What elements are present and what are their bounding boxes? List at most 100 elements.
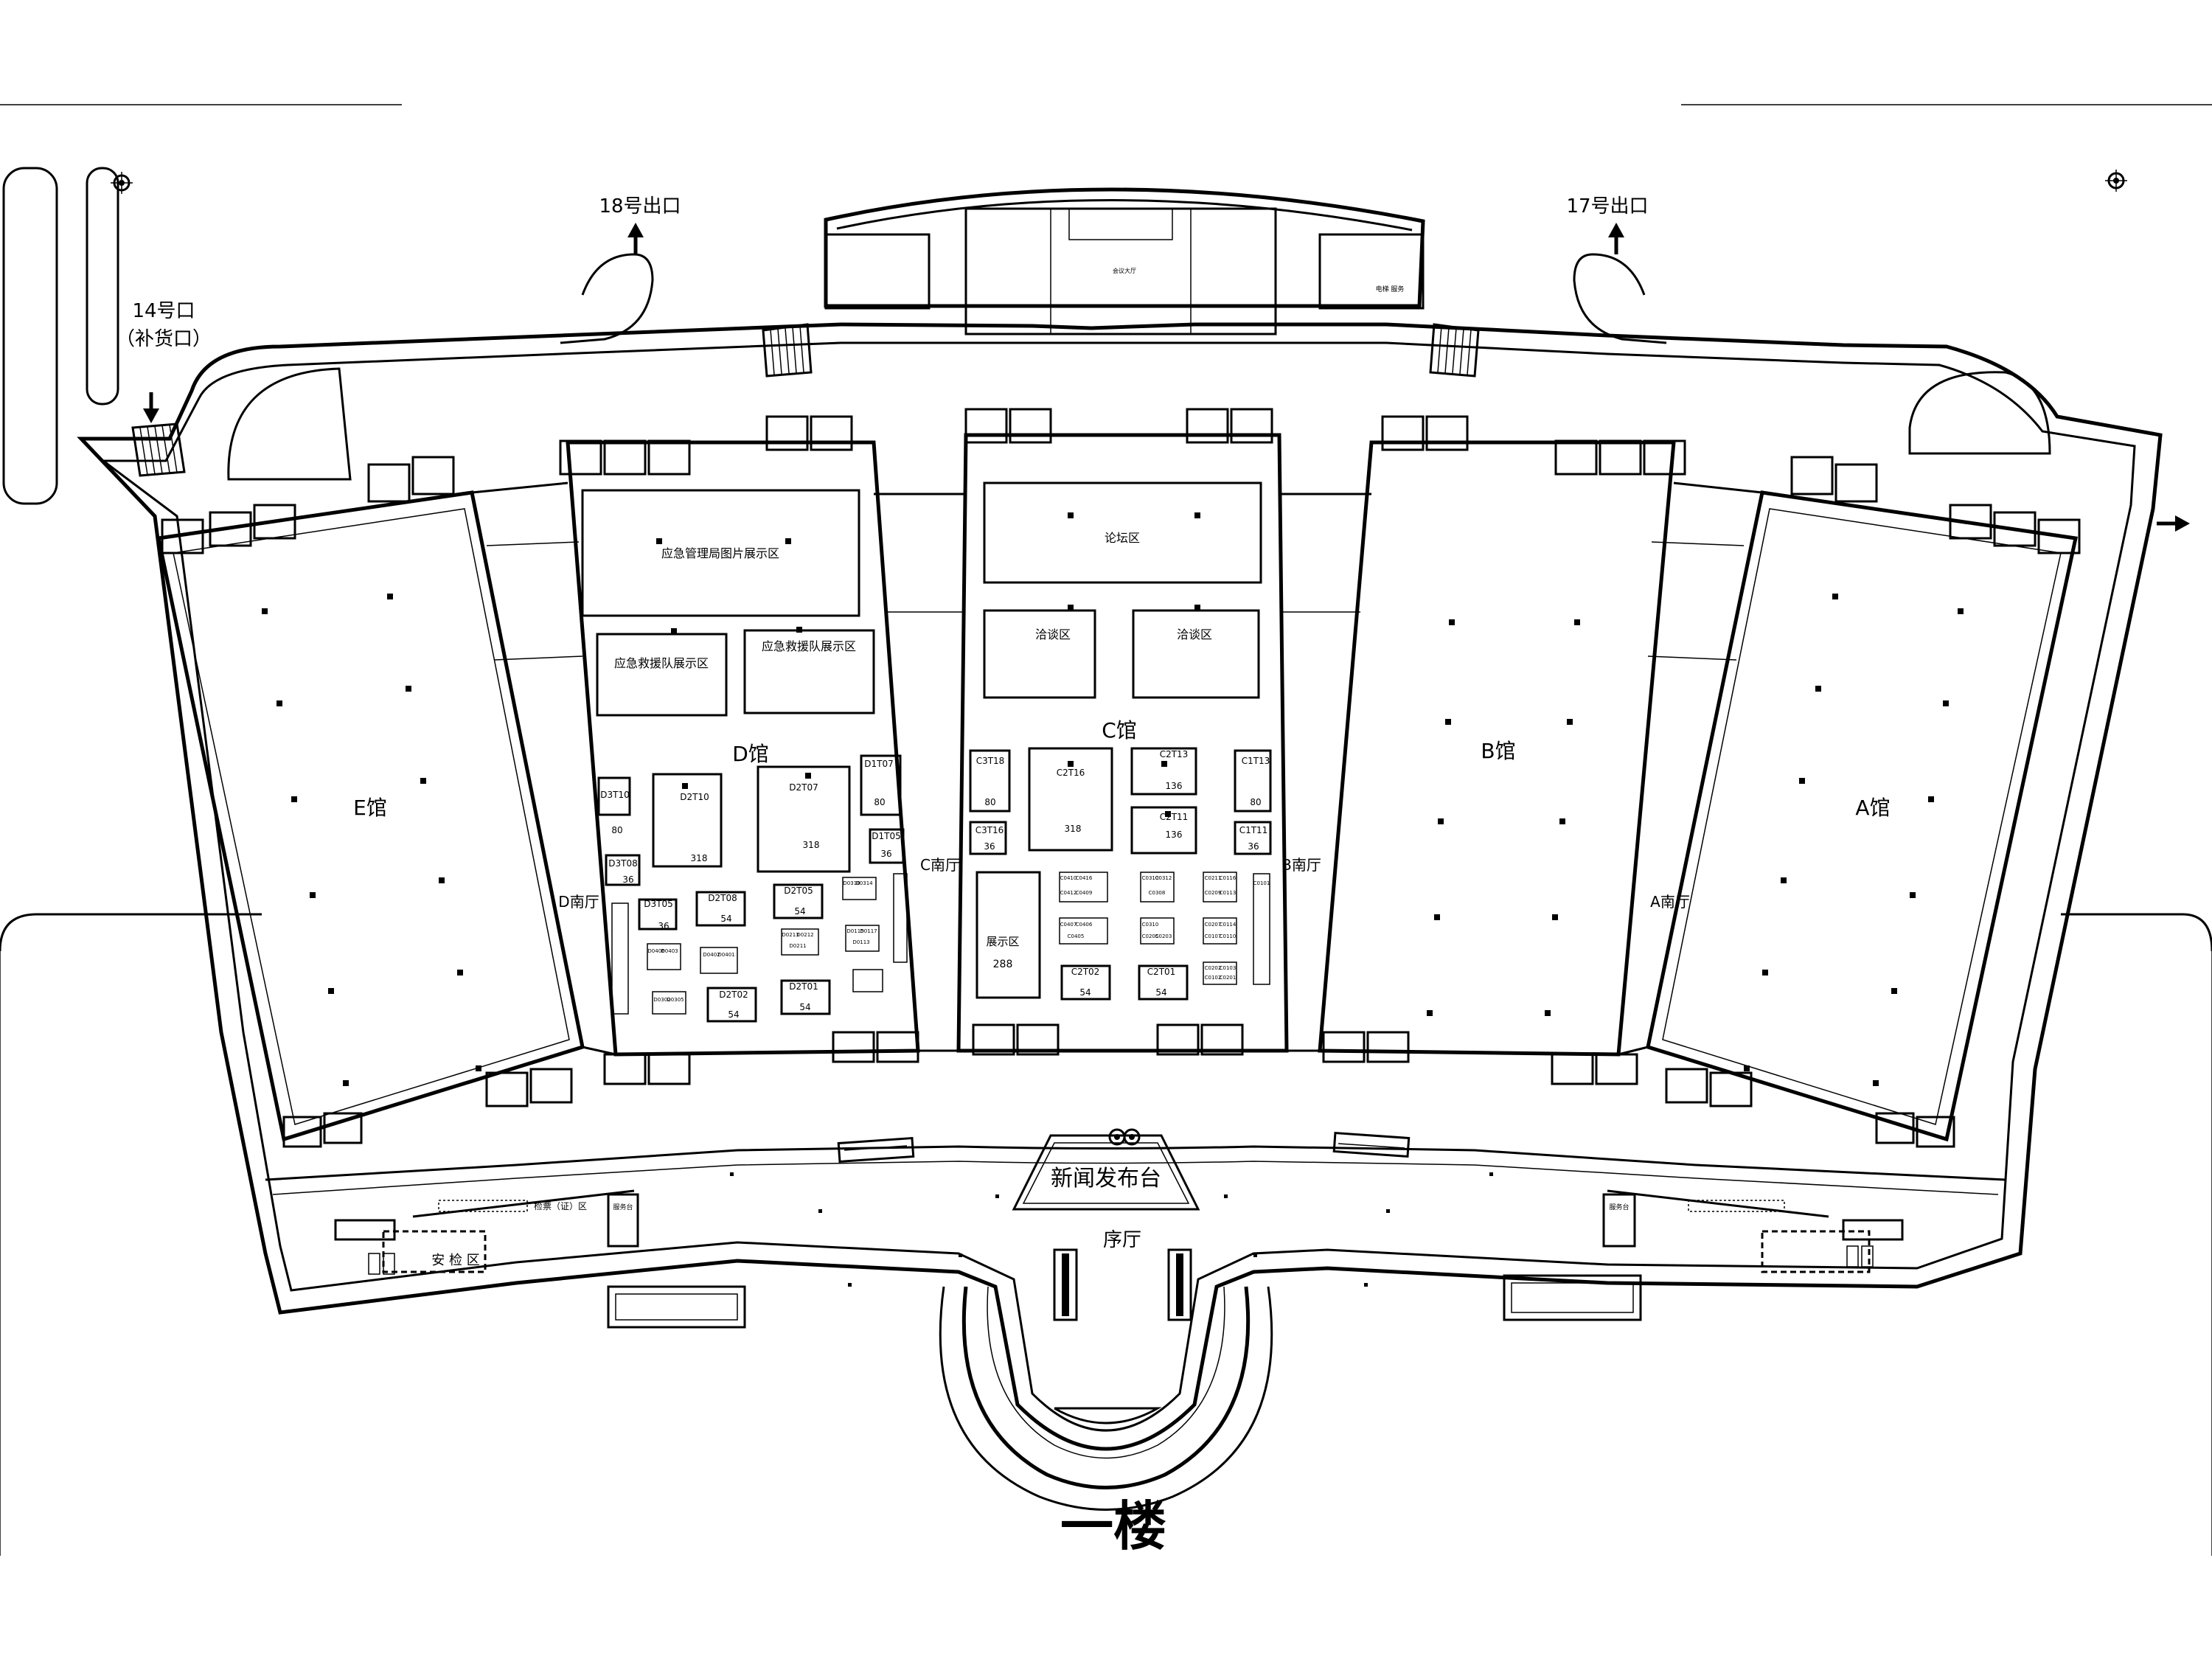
zone-photo-exhibit-box [581, 489, 860, 617]
right-exit-arrow [2157, 515, 2190, 532]
small-booth-code: C0114 [1220, 922, 1237, 928]
hall-d-label: D馆 [732, 742, 769, 766]
security-check-label: 安 检 区 [431, 1253, 479, 1268]
small-booth-code: C0201 [1220, 975, 1237, 981]
hall-e-columns [262, 594, 481, 1086]
booth-d2t02-code: D2T02 [719, 990, 748, 1000]
hall-e-label: E馆 [353, 796, 387, 820]
booth-c3t16-size: 36 [984, 841, 995, 852]
zone-negotiation-1-box [983, 609, 1096, 699]
small-booth-code: C0211 [1205, 875, 1222, 881]
zone-forum-label: 论坛区 [1105, 531, 1140, 545]
stairwells-bottom [282, 1023, 1955, 1148]
booth-c2t11-size: 136 [1166, 830, 1183, 840]
booth-c2t02-size: 54 [1079, 987, 1091, 998]
booth-d2t10-size: 318 [691, 853, 708, 863]
booth-c3t18-code: C3T18 [976, 756, 1005, 766]
booth-d3t08-size: 36 [622, 874, 633, 885]
booth-c1t11-size: 36 [1248, 841, 1259, 852]
booth-c2t01-code: C2T01 [1147, 967, 1176, 977]
small-booth-code: C0110 [1220, 933, 1237, 939]
small-booth-code: C0405 [1068, 933, 1085, 939]
hall-dc-columns [656, 512, 1200, 817]
zone-rescue-1-label: 应急救援队展示区 [614, 656, 709, 670]
small-booth-code: C0412 [1060, 890, 1077, 896]
small-booth-code: C0312 [1155, 875, 1172, 881]
small-booth-code: C0406 [1076, 922, 1093, 928]
service-desk-left-label: 服务台 [613, 1203, 633, 1211]
small-booth-code: C0407 [1060, 922, 1077, 928]
small-booth-code: C0102 [1205, 975, 1222, 981]
entrance-14-arrow [143, 392, 159, 423]
booth-d1t07-code: D1T07 [864, 759, 893, 769]
stairs-top-right [1429, 323, 1480, 378]
small-booth-code: D0305 [667, 997, 684, 1003]
security-area [334, 1189, 746, 1329]
small-booth-code: C0116 [1220, 875, 1237, 881]
booth-d1t05-size: 36 [880, 849, 891, 859]
small-booth-code: D0314 [855, 880, 873, 886]
booth-c1t13-code: C1T13 [1242, 756, 1270, 766]
small-booth-code: D0212 [796, 932, 813, 938]
hall-b-columns [1427, 619, 1580, 1016]
small-booth-code: D0310 [843, 880, 860, 886]
hall-b-label: B馆 [1481, 739, 1515, 763]
small-booth-code: D0401 [717, 952, 734, 958]
hall-a-label: A馆 [1855, 796, 1890, 820]
small-booth-code: C0202 [1205, 965, 1222, 971]
booth-d3t10-size: 80 [611, 825, 622, 835]
booth-c2t02-code: C2T02 [1071, 967, 1100, 977]
exit-18-label: 18号出口 [599, 195, 681, 218]
small-booth-code: D0115 [846, 928, 863, 934]
small-booth-code: C0209 [1205, 890, 1222, 896]
small-booth-code: C0410 [1060, 875, 1077, 881]
annex-room-label: 会议大厅 [1113, 267, 1136, 274]
booth-c3t16-code: C3T16 [975, 825, 1004, 835]
stairs-top-left [762, 323, 813, 378]
hall-a-outline [1646, 490, 2079, 1142]
booth-d2t02-size: 54 [728, 1009, 739, 1020]
stairs-left-entry [131, 422, 186, 477]
small-booth-code: C0409 [1076, 890, 1093, 896]
booth-c2t11-code: C2T11 [1160, 812, 1189, 822]
zone-forum-box [983, 481, 1262, 584]
zone-rescue-1-box [596, 633, 728, 717]
security-area-right [1503, 1189, 1904, 1321]
booth-d2t01-code: D2T01 [789, 981, 818, 992]
booth-d3t08-code: D3T08 [608, 858, 637, 869]
floor-title: 一楼 [1060, 1495, 1166, 1557]
booth-d2t07-size: 318 [803, 840, 820, 850]
zone-rescue-2-label: 应急救援队展示区 [762, 639, 856, 653]
small-booth-code: D0113 [852, 939, 869, 945]
service-desk-right-label: 服务台 [1609, 1203, 1629, 1211]
booth-d2t08-code: D2T08 [708, 893, 737, 903]
booth-d2t01-size: 54 [799, 1002, 810, 1012]
booth-d3t10-code: D3T10 [600, 790, 629, 800]
booth-d1t07-size: 80 [874, 797, 885, 807]
survey-marker-right [2105, 170, 2127, 192]
small-booth-code: D0302 [653, 997, 670, 1003]
south-hall-b-label: B南厅 [1281, 856, 1321, 874]
entrance-14-sublabel: （补货口） [116, 328, 212, 350]
lobby-label: 序厅 [1103, 1229, 1141, 1251]
zone-negotiation-2-label: 洽谈区 [1177, 627, 1212, 641]
booth-c2t01-size: 54 [1155, 987, 1166, 998]
small-booth-code: D0403 [661, 948, 678, 954]
zone-exhibit-box [975, 871, 1041, 999]
booth-d2t05-code: D2T05 [784, 886, 813, 896]
small-booth-code: D0211 [789, 943, 806, 949]
booth-c2t16-size: 318 [1065, 824, 1082, 834]
south-hall-d-label: D南厅 [558, 893, 599, 911]
hall-a-columns [1744, 594, 1964, 1086]
exit-17-arrow [1608, 223, 1624, 254]
booth-d2t08-size: 54 [720, 914, 731, 924]
zone-negotiation-2-box [1132, 609, 1260, 699]
zone-rescue-2-box [743, 629, 875, 714]
booth-c3t18-size: 80 [984, 797, 995, 807]
zone-exhibit-size: 288 [993, 959, 1013, 970]
booth-d3t05-size: 36 [658, 921, 669, 931]
small-booth-code: C0103 [1220, 965, 1237, 971]
small-booth-code: C0416 [1076, 875, 1093, 881]
lobby-markers [730, 1172, 1493, 1287]
small-booth-code: C0308 [1149, 890, 1166, 896]
